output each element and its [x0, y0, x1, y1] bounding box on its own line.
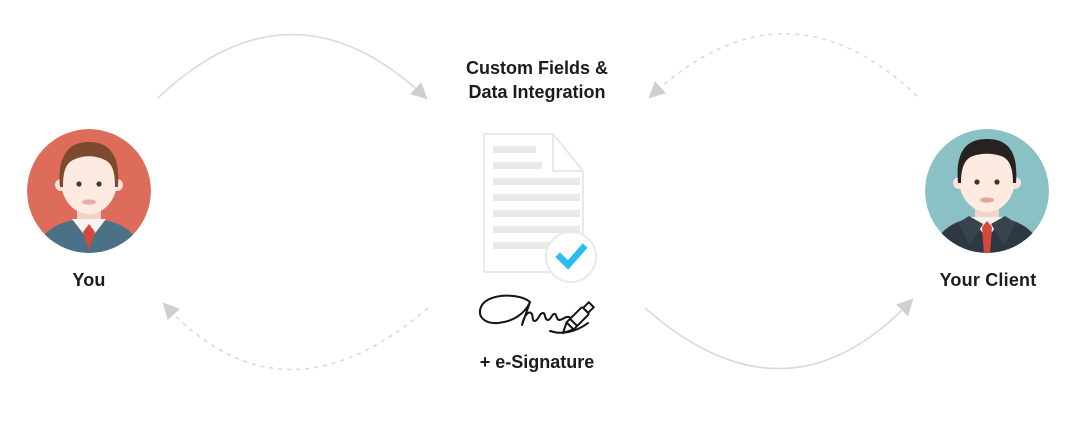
face: [61, 148, 117, 214]
hair: [59, 142, 119, 187]
eye-left: [974, 179, 980, 185]
avatar-client: [925, 129, 1049, 253]
tie: [83, 224, 95, 250]
right-actor-label: Your Client: [939, 270, 1037, 290]
signature-scribble: [479, 294, 574, 326]
arrow-document-to-you: [162, 302, 429, 371]
esignature-caption: + e-Signature: [479, 352, 595, 372]
center-title: Custom Fields & Data Integration: [417, 56, 657, 104]
pen-icon: [562, 301, 595, 334]
arrow-client-to-document: [648, 33, 918, 99]
tie: [982, 221, 992, 253]
eye-right: [994, 179, 1000, 185]
arrow-document-to-client: [644, 298, 914, 370]
hair: [957, 139, 1017, 183]
mouth: [980, 197, 994, 203]
eye-right: [96, 181, 102, 187]
document-text-lines: [493, 146, 580, 249]
center-title-line2: Data Integration: [468, 82, 606, 102]
checkmark-icon: [555, 243, 588, 270]
pen-cap: [582, 301, 595, 314]
eye-left: [76, 181, 82, 187]
arrow-you-to-document: [157, 33, 428, 100]
document-icon: [483, 133, 597, 283]
lapel-left: [958, 216, 983, 245]
center-title-line1: Custom Fields &: [465, 58, 608, 78]
avatar-you: [27, 129, 151, 253]
pen-grip-line: [569, 317, 579, 327]
left-actor-label: You: [72, 270, 106, 290]
mouth: [82, 199, 96, 205]
face: [959, 146, 1015, 212]
lapel-right: [991, 216, 1016, 245]
signature-icon: [479, 294, 595, 334]
document-fold-corner: [552, 133, 584, 172]
